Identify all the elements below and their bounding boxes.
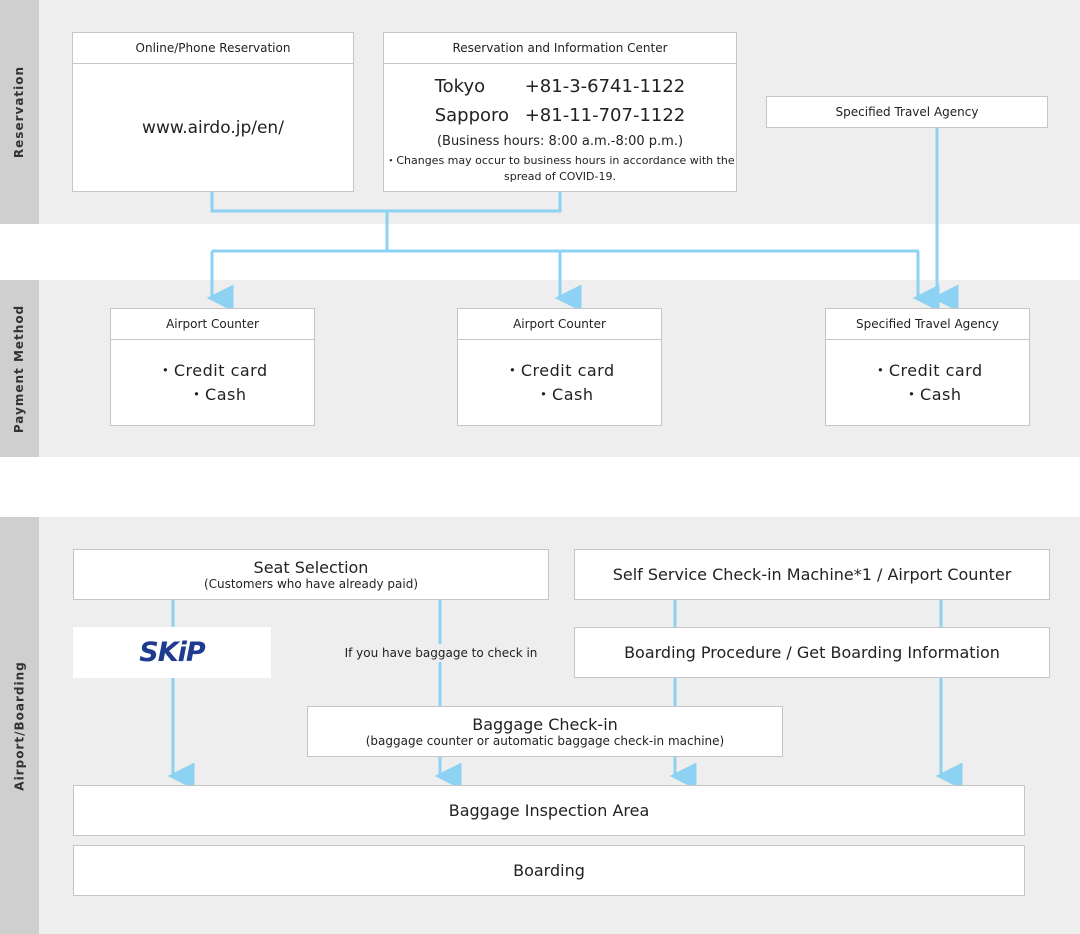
skip-logo: SKiP bbox=[139, 637, 205, 668]
airport-sidebar bbox=[0, 517, 39, 934]
baggage-note: If you have baggage to check in bbox=[336, 644, 546, 662]
cash-item: ・Cash bbox=[188, 384, 247, 404]
boarding-box: Boarding bbox=[73, 845, 1025, 896]
seat-selection-title: Seat Selection bbox=[253, 557, 369, 577]
payment-box-title: Airport Counter bbox=[458, 309, 661, 340]
seat-selection-box: Seat Selection (Customers who have alrea… bbox=[73, 549, 549, 600]
payment-box-title: Specified Travel Agency bbox=[826, 309, 1029, 340]
payment-box-airport-1: Airport Counter ・Credit card ・Cash bbox=[110, 308, 315, 426]
phone-city: Tokyo bbox=[434, 76, 486, 97]
boarding-procedure-box: Boarding Procedure / Get Boarding Inform… bbox=[574, 627, 1050, 678]
credit-card-item: ・Credit card bbox=[157, 360, 268, 380]
skip-logo-box: SKiP bbox=[73, 627, 271, 678]
boarding-title: Boarding bbox=[513, 861, 585, 880]
covid-note-line2: spread of COVID-19. bbox=[504, 170, 616, 183]
phone-row-sapporo: Sapporo +81-11-707-1122 bbox=[435, 101, 686, 130]
reservation-center-box: Reservation and Information Center Tokyo… bbox=[383, 32, 737, 192]
payment-sidebar bbox=[0, 280, 39, 457]
center-connector bbox=[387, 192, 562, 213]
baggage-inspection-title: Baggage Inspection Area bbox=[448, 801, 650, 820]
agency-reservation-box: Specified Travel Agency bbox=[766, 96, 1048, 128]
payment-box-airport-2: Airport Counter ・Credit card ・Cash bbox=[457, 308, 662, 426]
baggage-checkin-box: Baggage Check-in (baggage counter or aut… bbox=[307, 706, 783, 757]
boarding-procedure-title: Boarding Procedure / Get Boarding Inform… bbox=[624, 643, 1000, 662]
credit-card-item: ・Credit card bbox=[504, 360, 615, 380]
covid-note-line1: ・Changes may occur to business hours in … bbox=[385, 154, 735, 167]
credit-card-item: ・Credit card bbox=[872, 360, 983, 380]
reservation-center-title: Reservation and Information Center bbox=[384, 33, 736, 64]
baggage-inspection-box: Baggage Inspection Area bbox=[73, 785, 1025, 836]
online-reservation-title: Online/Phone Reservation bbox=[73, 33, 353, 64]
online-reservation-box: Online/Phone Reservation www.airdo.jp/en… bbox=[72, 32, 354, 192]
baggage-checkin-subtitle: (baggage counter or automatic baggage ch… bbox=[365, 733, 725, 748]
baggage-checkin-title: Baggage Check-in bbox=[472, 714, 618, 734]
self-service-title: Self Service Check-in Machine*1 / Airpor… bbox=[612, 565, 1012, 584]
phone-row-tokyo: Tokyo +81-3-6741-1122 bbox=[435, 72, 686, 101]
self-service-box: Self Service Check-in Machine*1 / Airpor… bbox=[574, 549, 1050, 600]
cash-item: ・Cash bbox=[535, 384, 594, 404]
phone-city: Sapporo bbox=[434, 105, 510, 126]
business-hours: (Business hours: 8:00 a.m.-8:00 p.m.) bbox=[436, 134, 684, 149]
payment-box-title: Airport Counter bbox=[111, 309, 314, 340]
reservation-sidebar bbox=[0, 0, 39, 224]
cash-item: ・Cash bbox=[903, 384, 962, 404]
phone-number[interactable]: +81-11-707-1122 bbox=[524, 105, 686, 126]
seat-selection-subtitle: (Customers who have already paid) bbox=[203, 576, 419, 591]
online-connector bbox=[210, 192, 387, 213]
payment-box-agency: Specified Travel Agency ・Credit card ・Ca… bbox=[825, 308, 1030, 426]
reservation-url-link[interactable]: www.airdo.jp/en/ bbox=[142, 117, 284, 138]
phone-number[interactable]: +81-3-6741-1122 bbox=[524, 76, 686, 97]
agency-reservation-title: Specified Travel Agency bbox=[835, 105, 979, 119]
